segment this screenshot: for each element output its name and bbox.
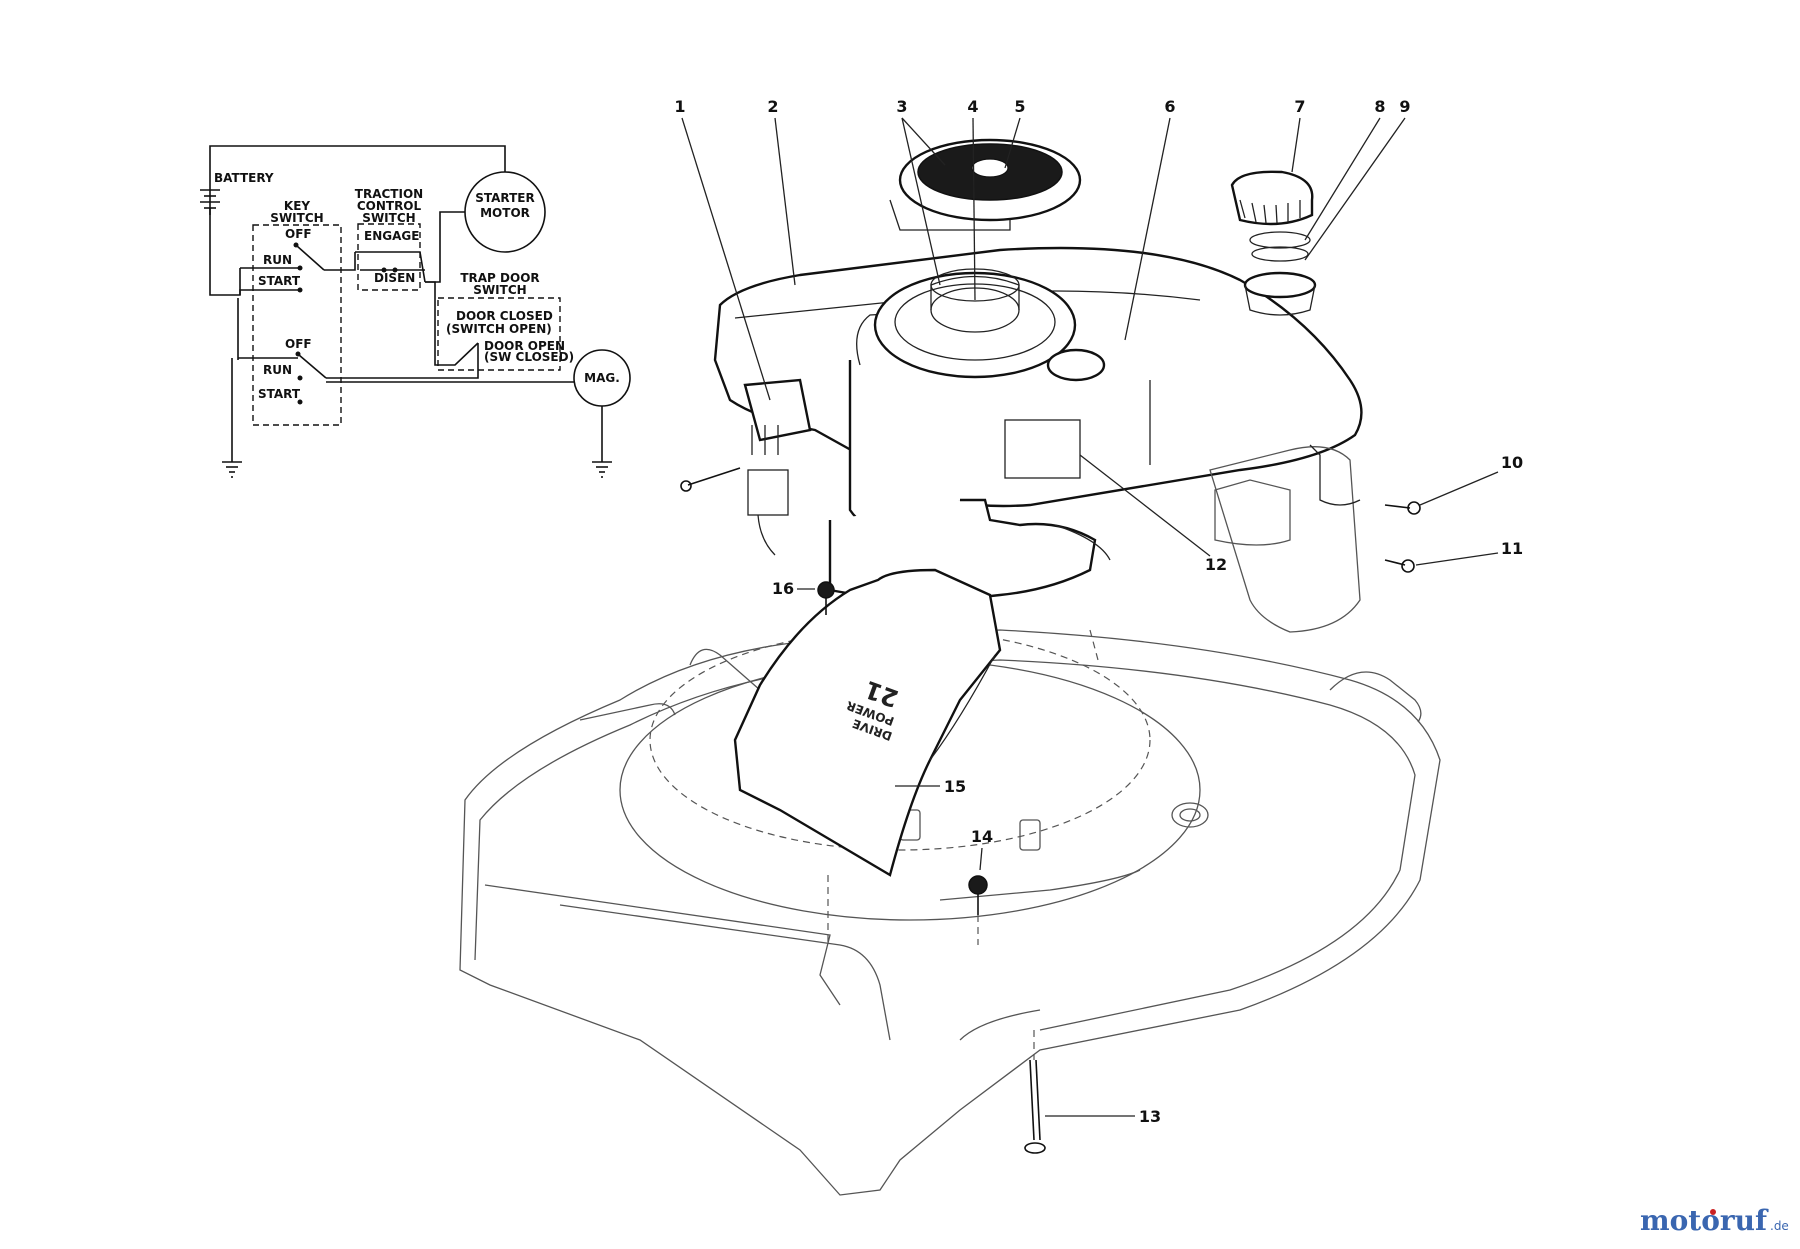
ground-icon	[592, 461, 612, 478]
electric-starter	[1209, 446, 1361, 633]
starter-motor-label-2: MOTOR	[480, 206, 530, 220]
traction-label-2: CONTROL	[357, 199, 422, 213]
engine-assembly	[680, 138, 1421, 633]
decal-plate	[1004, 419, 1081, 479]
battery-icon	[200, 189, 220, 209]
trap-door-label-1: TRAP DOOR	[460, 271, 539, 285]
trap-door-label-2: SWITCH	[473, 283, 526, 297]
watermark-brand: motoruf	[1640, 1204, 1769, 1237]
callout-13: 13	[1139, 1107, 1161, 1126]
trap-door-box	[437, 297, 561, 371]
callout-6: 6	[1164, 97, 1175, 116]
key-start-top: START	[258, 274, 301, 288]
rear-shroud: 21 POWER DRIVE	[733, 568, 1002, 877]
traction-control-box	[357, 223, 421, 291]
key-start-bottom: START	[258, 387, 301, 401]
callout-5: 5	[1014, 97, 1025, 116]
key-off-top: OFF	[285, 227, 312, 241]
traction-label-1: TRACTION	[355, 187, 423, 201]
key-run-top: RUN	[263, 253, 292, 267]
callouts: 1 2 3 4 5 6 7 8 9 10 11 12 13 14 15 16	[674, 97, 1523, 1126]
key-switch-label-2: SWITCH	[270, 211, 323, 225]
door-closed-label: DOOR CLOSED	[456, 309, 553, 323]
key-off-bottom: OFF	[285, 337, 312, 351]
callout-3: 3	[896, 97, 907, 116]
callout-12: 12	[1205, 555, 1227, 574]
callout-8: 8	[1374, 97, 1385, 116]
hardware	[817, 581, 1046, 1154]
mag-label: MAG.	[584, 371, 620, 385]
callout-1: 1	[674, 97, 685, 116]
key-switch-label-1: KEY	[284, 199, 310, 213]
callout-15: 15	[944, 777, 966, 796]
callout-7: 7	[1294, 97, 1305, 116]
watermark-accent-dot	[1710, 1209, 1716, 1215]
wiring-diagram: BATTERY STARTER MOTOR KEY SWITCH OFF RUN…	[200, 145, 631, 478]
switch-open-label: (SWITCH OPEN)	[446, 322, 552, 336]
battery-label: BATTERY	[214, 171, 274, 185]
fuel-cap	[1230, 170, 1314, 226]
ignition-bracket	[743, 378, 812, 442]
callout-2: 2	[767, 97, 778, 116]
callout-10: 10	[1501, 453, 1523, 472]
key-run-bottom: RUN	[263, 363, 292, 377]
callout-11: 11	[1501, 539, 1523, 558]
disen-label: DISEN	[374, 271, 415, 285]
callout-14: 14	[971, 827, 993, 846]
fuel-cap-small	[1046, 348, 1106, 382]
starter-motor-label-1: STARTER	[475, 191, 535, 205]
callout-9: 9	[1399, 97, 1410, 116]
watermark: motoruf .de	[1640, 1204, 1789, 1237]
engage-label: ENGAGE	[364, 229, 419, 243]
sw-closed-label: (SW CLOSED)	[484, 350, 574, 364]
callout-16: 16	[772, 579, 794, 598]
key-switch-box	[252, 224, 342, 426]
watermark-suffix: .de	[1770, 1219, 1789, 1233]
callout-4: 4	[967, 97, 978, 116]
door-open-label: DOOR OPEN	[484, 339, 565, 353]
traction-label-3: SWITCH	[362, 211, 415, 225]
ground-icon	[222, 461, 242, 478]
